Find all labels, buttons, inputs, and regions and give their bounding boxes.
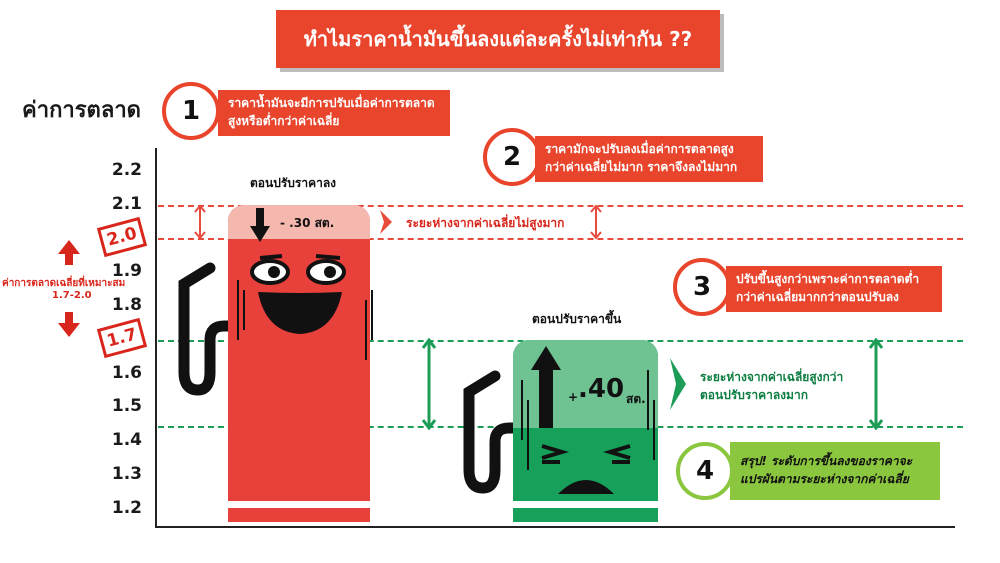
gap-arrow-left-icon bbox=[194, 204, 206, 240]
arrow-up-stem bbox=[65, 253, 73, 265]
x-axis-line bbox=[155, 526, 955, 528]
speed-lines-icon bbox=[237, 280, 373, 360]
tick-label: 1.9 bbox=[111, 261, 142, 281]
y-axis-line bbox=[155, 148, 157, 528]
arrow-down-icon bbox=[58, 323, 80, 337]
pump-down-change: - .30 สต. bbox=[280, 216, 335, 230]
tick-label: 1.5 bbox=[111, 396, 142, 416]
lower-bound-badge: 1.7 bbox=[96, 317, 148, 359]
arrow-down-icon bbox=[256, 208, 264, 228]
note-1-number: 1 bbox=[162, 82, 220, 140]
tick-label: 2.1 bbox=[111, 194, 142, 214]
arrow-up-icon bbox=[531, 346, 561, 370]
arrow-up-icon bbox=[58, 240, 80, 254]
pump-up-change-sign: + bbox=[568, 390, 579, 404]
tick-label: 1.6 bbox=[111, 363, 142, 383]
pump-up-gap-text: ระยะห่างจากค่าเฉลี่ยสูงกว่าตอนปรับราคาลง… bbox=[700, 370, 844, 402]
happy-face-icon bbox=[250, 254, 346, 334]
upper-red-dashed-line bbox=[158, 205, 963, 207]
note-1-text: ราคาน้ำมันจะมีการปรับเมื่อค่าการตลาดสูงห… bbox=[218, 90, 450, 136]
gap-arrow-left-icon bbox=[421, 338, 437, 430]
gap-arrow-right-icon bbox=[590, 204, 602, 240]
arrow-down-icon-head bbox=[250, 226, 270, 242]
y-axis-label: ค่าการตลาด bbox=[22, 98, 141, 123]
pump-down-body bbox=[228, 205, 370, 501]
note-3-text: ปรับขึ้นสูงกว่าเพราะค่าการตลาดต่ำกว่าค่า… bbox=[726, 266, 942, 312]
note-4-text: สรุป! ระดับการขึ้นลงของราคาจะแปรผันตามระ… bbox=[730, 442, 940, 500]
note-3-number: 3 bbox=[673, 258, 731, 316]
pump-down-caption: ตอนปรับราคาลง bbox=[250, 176, 337, 190]
chevron-right-icon bbox=[670, 358, 686, 410]
pump-up-caption: ตอนปรับราคาขึ้น bbox=[532, 312, 622, 326]
pump-down-base bbox=[228, 508, 370, 522]
arrow-down-stem bbox=[65, 312, 73, 324]
chevron-right-icon bbox=[380, 210, 392, 234]
gap-arrow-right-icon bbox=[868, 338, 884, 430]
tick-label: 2.2 bbox=[111, 160, 142, 180]
pump-up-change-unit: สต. bbox=[626, 392, 646, 406]
pump-up-base bbox=[513, 508, 658, 522]
pump-down-hose-icon bbox=[178, 262, 238, 396]
arrow-up-icon-stem bbox=[539, 368, 553, 428]
sad-face-icon bbox=[541, 444, 631, 494]
range-value: 1.7-2.0 bbox=[52, 290, 92, 301]
upper-bound-badge: 2.0 bbox=[96, 216, 148, 258]
note-2-number: 2 bbox=[483, 128, 541, 186]
note-4-number: 4 bbox=[676, 442, 734, 500]
tick-label: 1.8 bbox=[111, 295, 142, 315]
tick-label: 1.4 bbox=[111, 430, 142, 450]
speed-lines-icon bbox=[521, 370, 655, 470]
range-label: ค่าการตลาดเฉลี่ยที่เหมาะสม bbox=[2, 278, 126, 289]
tick-label: 1.2 bbox=[111, 498, 142, 518]
pump-up-change-value: .40 bbox=[578, 374, 625, 404]
note-2-text: ราคามักจะปรับลงเมื่อค่าการตลาดสูงกว่าค่า… bbox=[535, 136, 763, 182]
pump-down-gap-text: ระยะห่างจากค่าเฉลี่ยไม่สูงมาก bbox=[406, 216, 565, 230]
pump-up-hose-icon bbox=[463, 370, 523, 494]
tick-label: 1.3 bbox=[111, 464, 142, 484]
lower-red-dashed-line bbox=[158, 238, 963, 240]
page-title: ทำไมราคาน้ำมันขึ้นลงแต่ละครั้งไม่เท่ากัน… bbox=[276, 10, 720, 68]
